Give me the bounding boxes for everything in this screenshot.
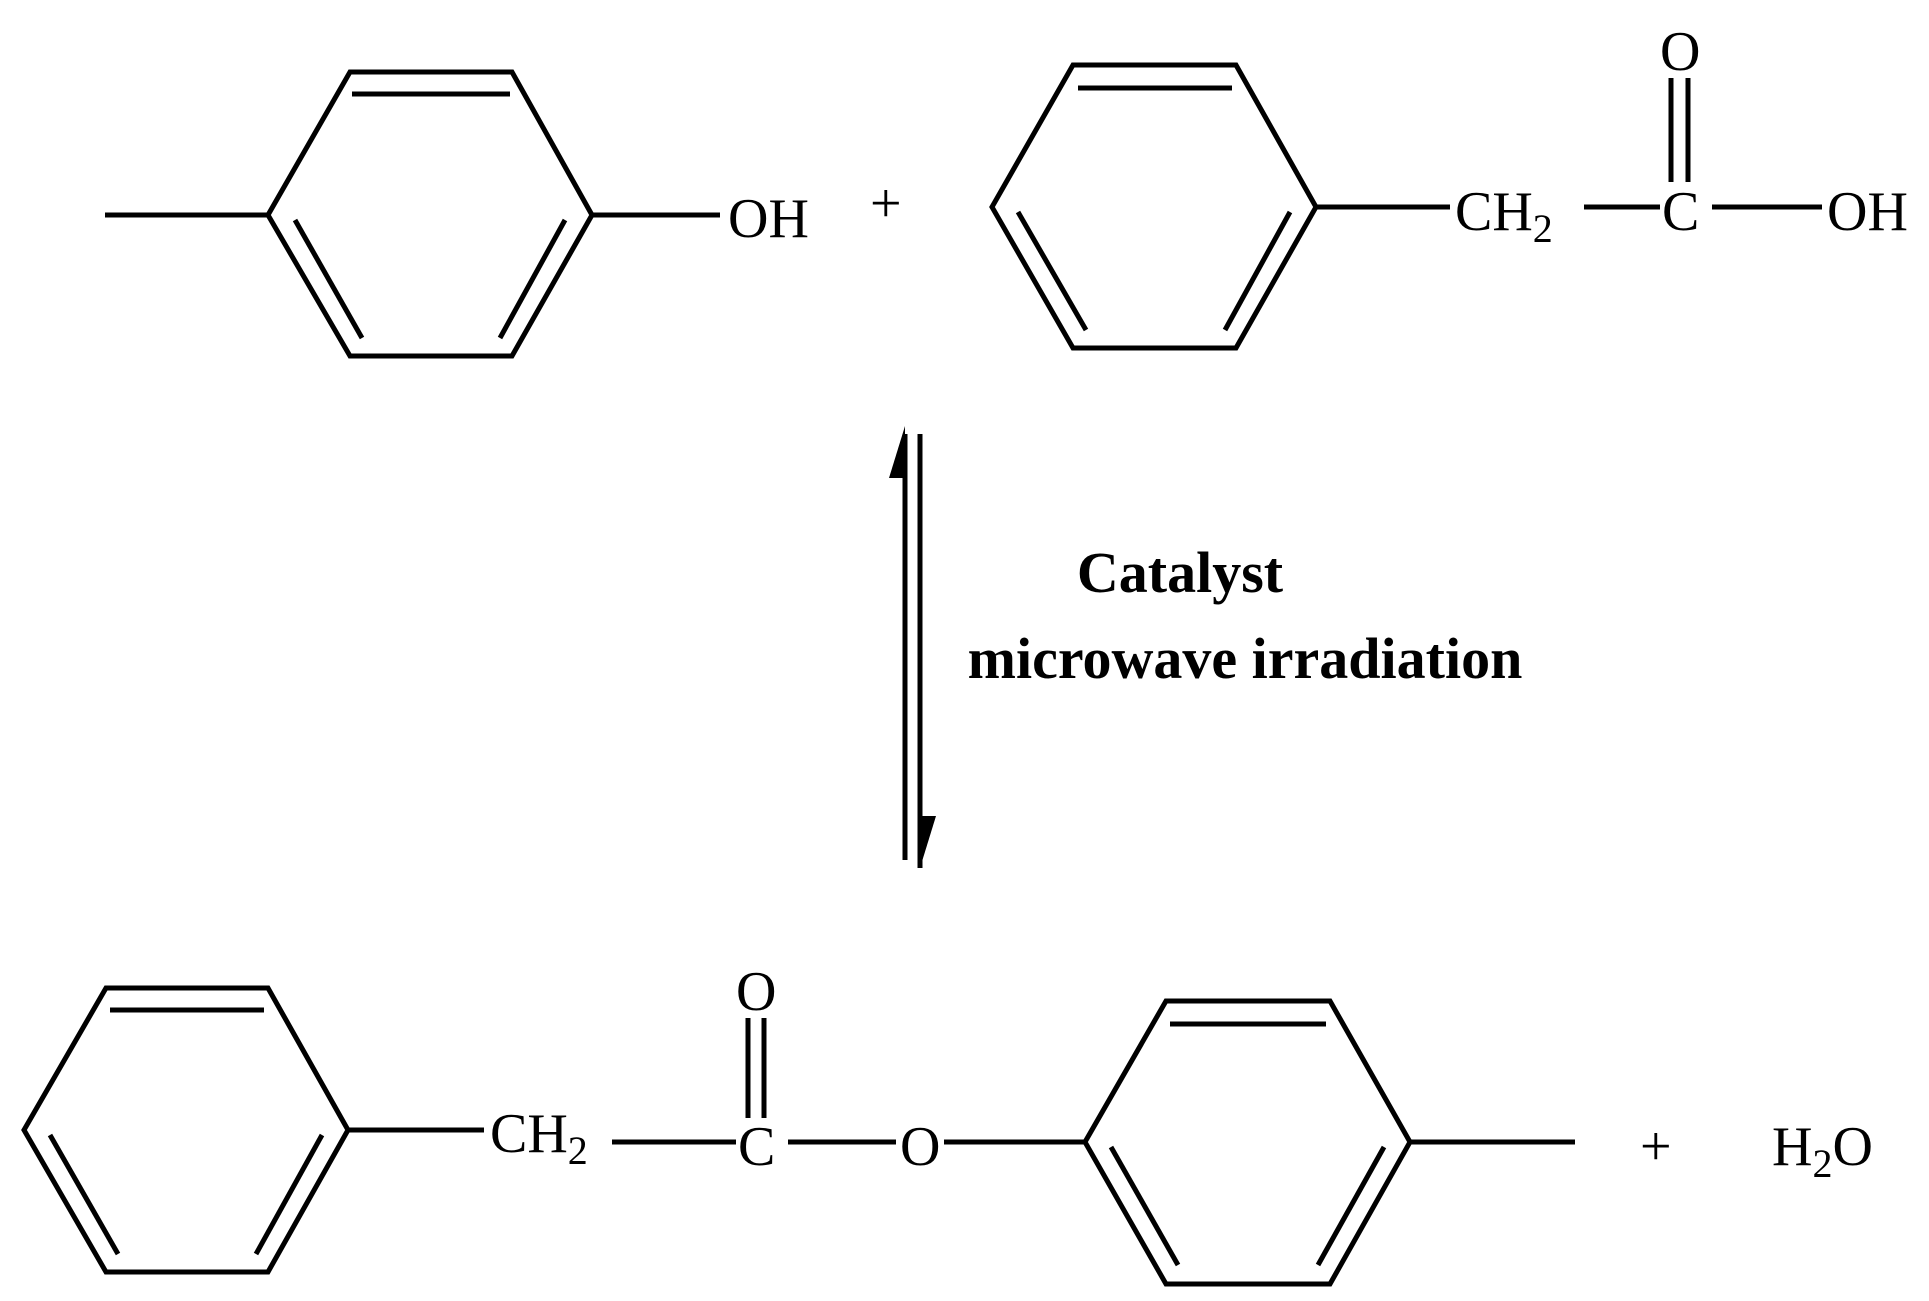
equilibrium-arrows [889,426,936,868]
cresol-ring [265,69,595,359]
reverse-arrow-head [920,816,936,868]
ester-tolyl-ring [1082,998,1413,1287]
forward-arrow-head [889,426,905,478]
ester-ch2-label: CH2 [490,1103,588,1173]
condition-microwave: microwave irradiation [968,626,1523,691]
cresol-hydroxyl-label: OH [728,188,809,250]
reactant-p-cresol: OH [105,69,809,359]
acid-ring [989,62,1319,351]
water-label: H2O [1772,1116,1873,1186]
reactant-plus-sign: + [870,173,902,235]
cresol-inner-bond [497,218,568,340]
product-ester: CH2 C O O [21,961,1575,1287]
ester-phenyl-ring [21,985,351,1275]
ester-tolyl-inner-bond [1108,1145,1181,1267]
reactant-phenylacetic-acid: CH2 C O OH [989,21,1908,351]
acid-carbonyl-o-label: O [1660,21,1700,83]
ester-phenyl-inner-bond [47,1133,121,1256]
cresol-inner-bond [292,218,365,340]
ester-carbonyl-o-label: O [736,961,776,1023]
condition-catalyst: Catalyst [1077,540,1284,605]
ester-carbonyl-c-label: C [738,1116,775,1178]
ester-oxygen-label: O [900,1116,940,1178]
acid-ch2-label: CH2 [1455,181,1553,251]
ester-phenyl-inner-bond [253,1133,325,1256]
product-plus-sign: + [1640,1116,1672,1178]
acid-carbonyl-c-label: C [1662,181,1699,243]
acid-inner-bond [1015,210,1089,332]
acid-inner-bond [1222,210,1293,332]
ester-tolyl-inner-bond [1315,1145,1387,1267]
acid-hydroxyl-label: OH [1827,181,1908,243]
